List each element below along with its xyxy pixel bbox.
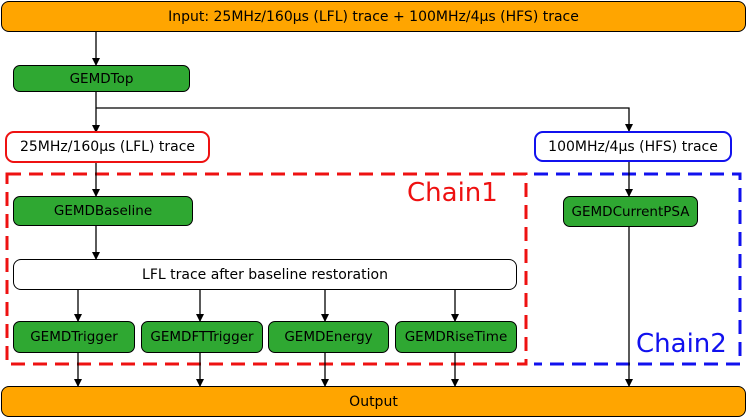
chain1-label: Chain1 bbox=[407, 178, 498, 208]
gemdtrigger-node: GEMDTrigger bbox=[13, 321, 135, 353]
restored-trace-label: LFL trace after baseline restoration bbox=[142, 266, 388, 283]
gemdbaseline-node: GEMDBaseline bbox=[13, 196, 193, 226]
gemdcurrentpsa-label: GEMDCurrentPSA bbox=[571, 203, 690, 220]
output-label: Output bbox=[349, 393, 398, 410]
input-node: Input: 25MHz/160μs (LFL) trace + 100MHz/… bbox=[1, 1, 746, 32]
gemdenergy-label: GEMDEnergy bbox=[284, 329, 373, 345]
gemdenergy-node: GEMDEnergy bbox=[268, 321, 389, 353]
gemdtop-label: GEMDTop bbox=[69, 70, 134, 87]
hfs-trace-label: 100MHz/4μs (HFS) trace bbox=[548, 138, 718, 155]
gemdtop-node: GEMDTop bbox=[13, 65, 190, 92]
lfl-trace-label: 25MHz/160μs (LFL) trace bbox=[19, 139, 196, 155]
gemdbaseline-label: GEMDBaseline bbox=[53, 203, 153, 219]
input-label: Input: 25MHz/160μs (LFL) trace + 100MHz/… bbox=[168, 8, 579, 25]
output-node: Output bbox=[1, 386, 746, 417]
chain2-label: Chain2 bbox=[636, 329, 727, 359]
chain1-region bbox=[5, 172, 528, 366]
gemdtrigger-label: GEMDTrigger bbox=[30, 329, 118, 345]
lfl-trace-node: 25MHz/160μs (LFL) trace bbox=[5, 131, 210, 163]
gemdrisetime-label: GEMDRiseTime bbox=[404, 329, 508, 345]
gemdfttrigger-node: GEMDFTTrigger bbox=[141, 321, 263, 353]
restored-trace-node: LFL trace after baseline restoration bbox=[13, 259, 517, 290]
edge-top-to-hfs-trace bbox=[96, 107, 633, 132]
gemdfttrigger-label: GEMDFTTrigger bbox=[150, 329, 254, 345]
gemdcurrentpsa-node: GEMDCurrentPSA bbox=[563, 196, 698, 227]
gemdrisetime-node: GEMDRiseTime bbox=[395, 321, 517, 353]
hfs-trace-node: 100MHz/4μs (HFS) trace bbox=[534, 131, 732, 162]
